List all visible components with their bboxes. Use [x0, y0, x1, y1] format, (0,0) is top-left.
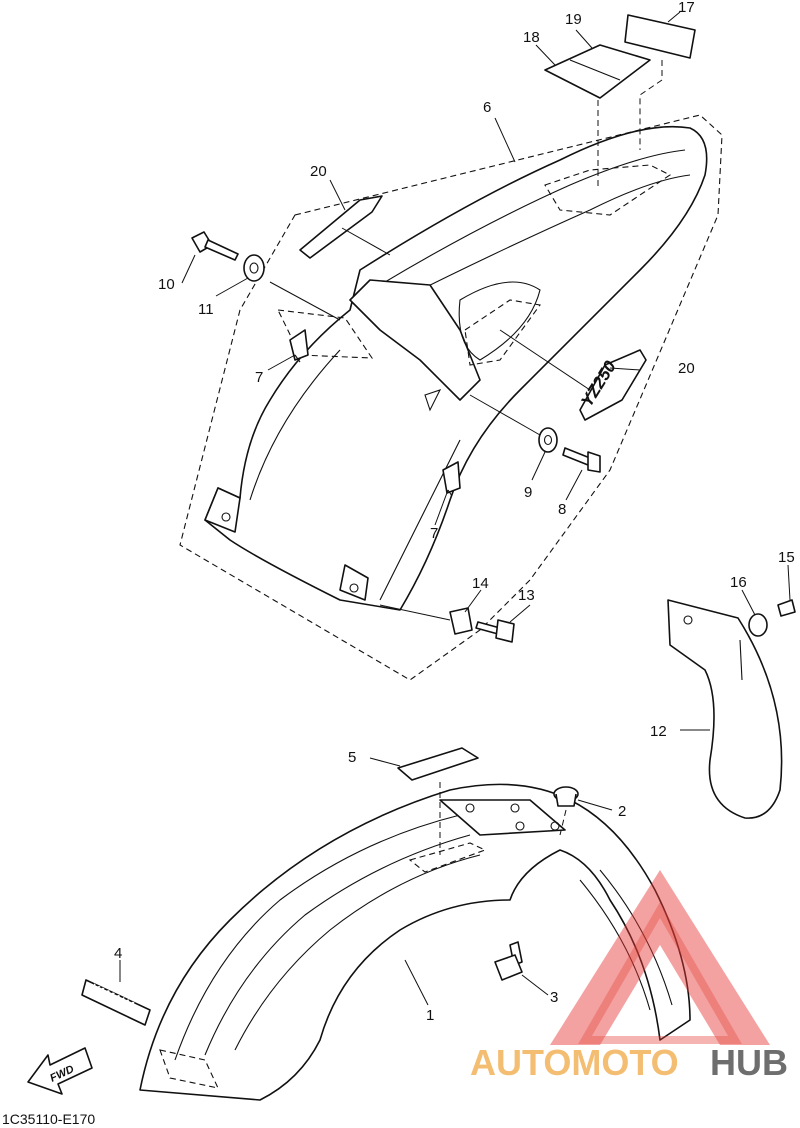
front-decal-area-top [408, 842, 487, 873]
watermark-text-b: HUB [710, 1042, 788, 1083]
callout-7-right: 7 [430, 525, 438, 542]
callout-9: 9 [524, 484, 532, 501]
bolt-10 [191, 231, 239, 261]
bolt-13 [475, 619, 515, 643]
clip-7b [442, 461, 461, 497]
callout-2: 2 [618, 803, 626, 820]
callout-17: 17 [678, 0, 695, 16]
watermark-text-a: AUTOMOTO [470, 1042, 679, 1083]
screw-15 [777, 599, 796, 617]
rear-decal-area-side [464, 299, 541, 366]
leader-lines [119, 11, 791, 1006]
callout-8: 8 [558, 501, 566, 518]
bolt-8 [562, 447, 601, 473]
decal-5 [397, 747, 479, 781]
washer-16 [748, 613, 768, 637]
callout-6: 6 [483, 99, 491, 116]
callout-18: 18 [523, 29, 540, 46]
grommet-2 [553, 786, 579, 807]
callout-5: 5 [348, 749, 356, 766]
callout-20-top: 20 [310, 163, 327, 180]
callout-14: 14 [472, 575, 489, 592]
rear-fender-dashed-outline [179, 114, 723, 681]
automotohub-watermark: AUTOMOTO HUB [470, 870, 788, 1083]
washer-11 [243, 254, 265, 282]
emblem-17 [624, 14, 696, 59]
callout-12: 12 [650, 723, 667, 740]
mud-flap-12 [667, 599, 783, 819]
bolt-3 [494, 941, 523, 981]
diagram-code: 1C35110-E170 [2, 1111, 95, 1127]
front-fender [139, 783, 691, 1101]
watermark-triangle-icon [550, 870, 770, 1045]
clip-7a [289, 329, 309, 363]
callout-1: 1 [426, 1007, 434, 1024]
washer-9 [538, 427, 558, 453]
callout-3: 3 [550, 989, 558, 1006]
callout-13: 13 [518, 587, 535, 604]
fwd-arrow-icon: FWD [27, 1047, 93, 1095]
callout-labels: 17 19 18 6 20 10 11 7 20 9 8 7 14 13 15 … [114, 0, 795, 1024]
callout-20-right: 20 [678, 360, 695, 377]
decal-20-left [299, 195, 383, 259]
rear-fender [204, 125, 708, 611]
front-decal-area-side [159, 1049, 219, 1089]
callout-16: 16 [730, 574, 747, 591]
callout-15: 15 [778, 549, 795, 566]
callout-10: 10 [158, 276, 175, 293]
callout-4: 4 [114, 945, 122, 962]
callout-19: 19 [565, 11, 582, 28]
callout-11: 11 [198, 301, 214, 318]
decal-20-right [579, 349, 647, 421]
decal-4: YAMAHA [81, 979, 151, 1026]
nut-14 [449, 607, 473, 635]
callout-7-left: 7 [255, 369, 263, 386]
rear-decal-area-top [544, 164, 672, 216]
